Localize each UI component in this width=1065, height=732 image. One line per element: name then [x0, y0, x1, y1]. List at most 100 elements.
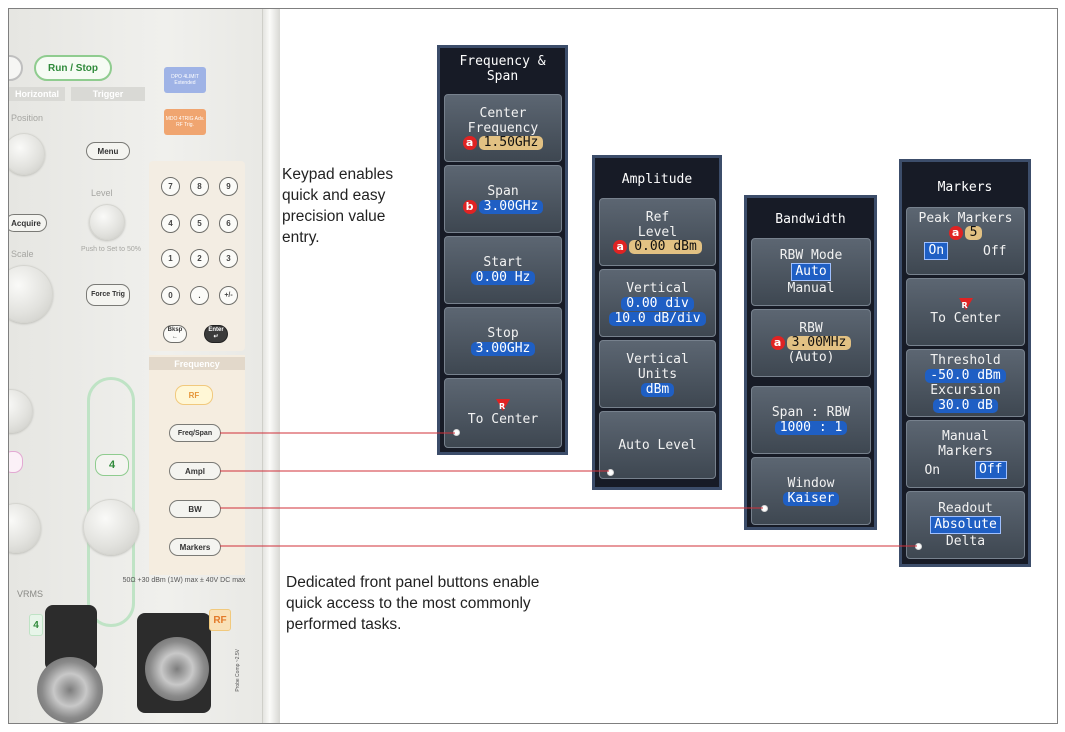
key-decimal[interactable]: . — [190, 286, 209, 305]
rbw-mode-manual: Manual — [787, 281, 835, 296]
horizontal-header: Horizontal — [9, 87, 65, 101]
knob-a-badge-ampl: a — [613, 240, 628, 254]
key-0[interactable]: 0 — [161, 286, 180, 305]
peak-markers-off[interactable]: Off — [983, 243, 1007, 259]
key-7[interactable]: 7 — [161, 177, 180, 196]
ampl-button[interactable]: Ampl — [169, 462, 221, 480]
span-value: 3.00GHz — [478, 200, 544, 214]
rbw-mode-softkey[interactable]: RBW Mode Auto Manual — [751, 238, 871, 306]
peak-markers-value: 5 — [964, 226, 983, 240]
vertical-units-softkey[interactable]: Vertical Units dBm — [599, 340, 716, 408]
ampl-pointer-dot — [607, 469, 614, 476]
vertical-units-value: dBm — [640, 382, 675, 397]
vertical-position-knob[interactable] — [9, 389, 33, 433]
key-plus-minus[interactable]: +/- — [219, 286, 238, 305]
rf-connector[interactable] — [145, 637, 209, 701]
center-frequency-value: 1.50GHz — [478, 136, 544, 150]
peak-markers-label: Peak Markers — [918, 211, 1013, 226]
stop-softkey[interactable]: Stop 3.00GHz — [444, 307, 562, 375]
frequency-header: Frequency — [149, 357, 245, 370]
window-softkey[interactable]: Window Kaiser — [751, 457, 871, 525]
trigger-header: Trigger — [71, 87, 145, 101]
window-label: Window — [787, 476, 835, 491]
span-rbw-label: Span : RBW — [771, 405, 851, 420]
center-frequency-label: Center Frequency — [467, 106, 539, 136]
markers-menu-title: Markers — [937, 180, 993, 195]
auto-level-softkey[interactable]: Auto Level — [599, 411, 716, 479]
rf-input-tag: RF — [209, 609, 231, 631]
key-4[interactable]: 4 — [161, 214, 180, 233]
rbw-auto-label: (Auto) — [787, 350, 835, 365]
vertical-units-label: Vertical Units — [626, 351, 689, 382]
rf-button[interactable]: RF — [175, 385, 213, 405]
threshold-softkey[interactable]: Threshold -50.0 dBm Excursion 30.0 dB — [906, 349, 1025, 417]
to-center-label: To Center — [467, 412, 539, 427]
scale-label: Scale — [11, 249, 34, 259]
partial-button[interactable] — [9, 55, 23, 81]
trigger-menu-button[interactable]: Menu — [86, 142, 130, 160]
window-value: Kaiser — [782, 492, 840, 506]
vertical-scale-knob[interactable] — [83, 499, 139, 555]
mdo-trig-button[interactable]: MDO 4TRIG Adv. RF Trig. — [164, 109, 206, 135]
position-label: Position — [11, 113, 44, 123]
key-6[interactable]: 6 — [219, 214, 238, 233]
backspace-button[interactable]: Bksp ← — [163, 325, 187, 343]
run-stop-button[interactable]: Run / Stop — [34, 55, 112, 81]
manual-markers-on[interactable]: On — [924, 462, 941, 478]
ref-level-label: Ref Level — [637, 210, 678, 240]
key-3[interactable]: 3 — [219, 249, 238, 268]
keypad-description: Keypad enables quick and easy precision … — [282, 166, 394, 246]
key-9[interactable]: 9 — [219, 177, 238, 196]
scale-knob[interactable] — [9, 265, 53, 323]
level-label: Level — [91, 188, 113, 198]
manual-markers-label: Manual Markers — [938, 429, 993, 459]
key-1[interactable]: 1 — [161, 249, 180, 268]
key-8[interactable]: 8 — [190, 177, 209, 196]
force-trig-button[interactable]: Force Trig — [86, 284, 130, 306]
span-rbw-softkey[interactable]: Span : RBW 1000 : 1 — [751, 386, 871, 454]
readout-label: Readout — [938, 501, 993, 516]
start-softkey[interactable]: Start 0.00 Hz — [444, 236, 562, 304]
dpo-limit-button[interactable]: DPO 4LIMIT Extended — [164, 67, 206, 93]
markers-pointer-dot — [915, 543, 922, 550]
rbw-mode-auto: Auto — [791, 263, 831, 281]
vertical-db-value: 10.0 dB/div — [609, 311, 706, 326]
acquire-button[interactable]: Acquire — [9, 214, 47, 232]
channel-4-button[interactable]: 4 — [95, 454, 129, 476]
enter-button[interactable]: Enter ↵ — [204, 325, 228, 343]
span-rbw-value: 1000 : 1 — [774, 421, 848, 435]
bnc-connector-ch4[interactable] — [37, 657, 103, 723]
bw-button[interactable]: BW — [169, 500, 221, 518]
to-center-softkey[interactable]: R To Center — [444, 378, 562, 448]
channel-pink-button[interactable] — [9, 451, 23, 473]
excursion-label: Excursion — [930, 383, 1001, 398]
key-5[interactable]: 5 — [190, 214, 209, 233]
markers-button[interactable]: Markers — [169, 538, 221, 556]
peak-markers-on[interactable]: On — [924, 242, 949, 260]
markers-to-center-label: To Center — [930, 311, 1001, 326]
trigger-level-knob[interactable] — [89, 204, 125, 240]
markers-to-center-softkey[interactable]: R To Center — [906, 278, 1025, 346]
manual-markers-softkey[interactable]: Manual Markers On Off — [906, 420, 1025, 488]
excursion-value: 30.0 dB — [933, 399, 998, 413]
rf-input-spec: 50Ω +30 dBm (1W) max ± 40V DC max — [122, 577, 246, 584]
reference-marker-icon: R — [496, 399, 510, 411]
enter-label: Enter — [208, 327, 224, 333]
panel-edge — [262, 9, 280, 723]
key-2[interactable]: 2 — [190, 249, 209, 268]
push-set-label: Push to Set to 50% — [81, 246, 141, 253]
readout-softkey[interactable]: Readout Absolute Delta — [906, 491, 1025, 559]
manual-markers-off[interactable]: Off — [975, 461, 1007, 479]
probe-comp-label: Probe Comp ~2.5V — [235, 649, 241, 692]
freq-span-button[interactable]: Freq/Span — [169, 424, 221, 442]
vertical-softkey[interactable]: Vertical 0.00 div 10.0 dB/div — [599, 269, 716, 337]
bw-pointer-dot — [761, 505, 768, 512]
vertical-knob-2[interactable] — [9, 503, 41, 553]
position-knob[interactable] — [9, 133, 45, 175]
